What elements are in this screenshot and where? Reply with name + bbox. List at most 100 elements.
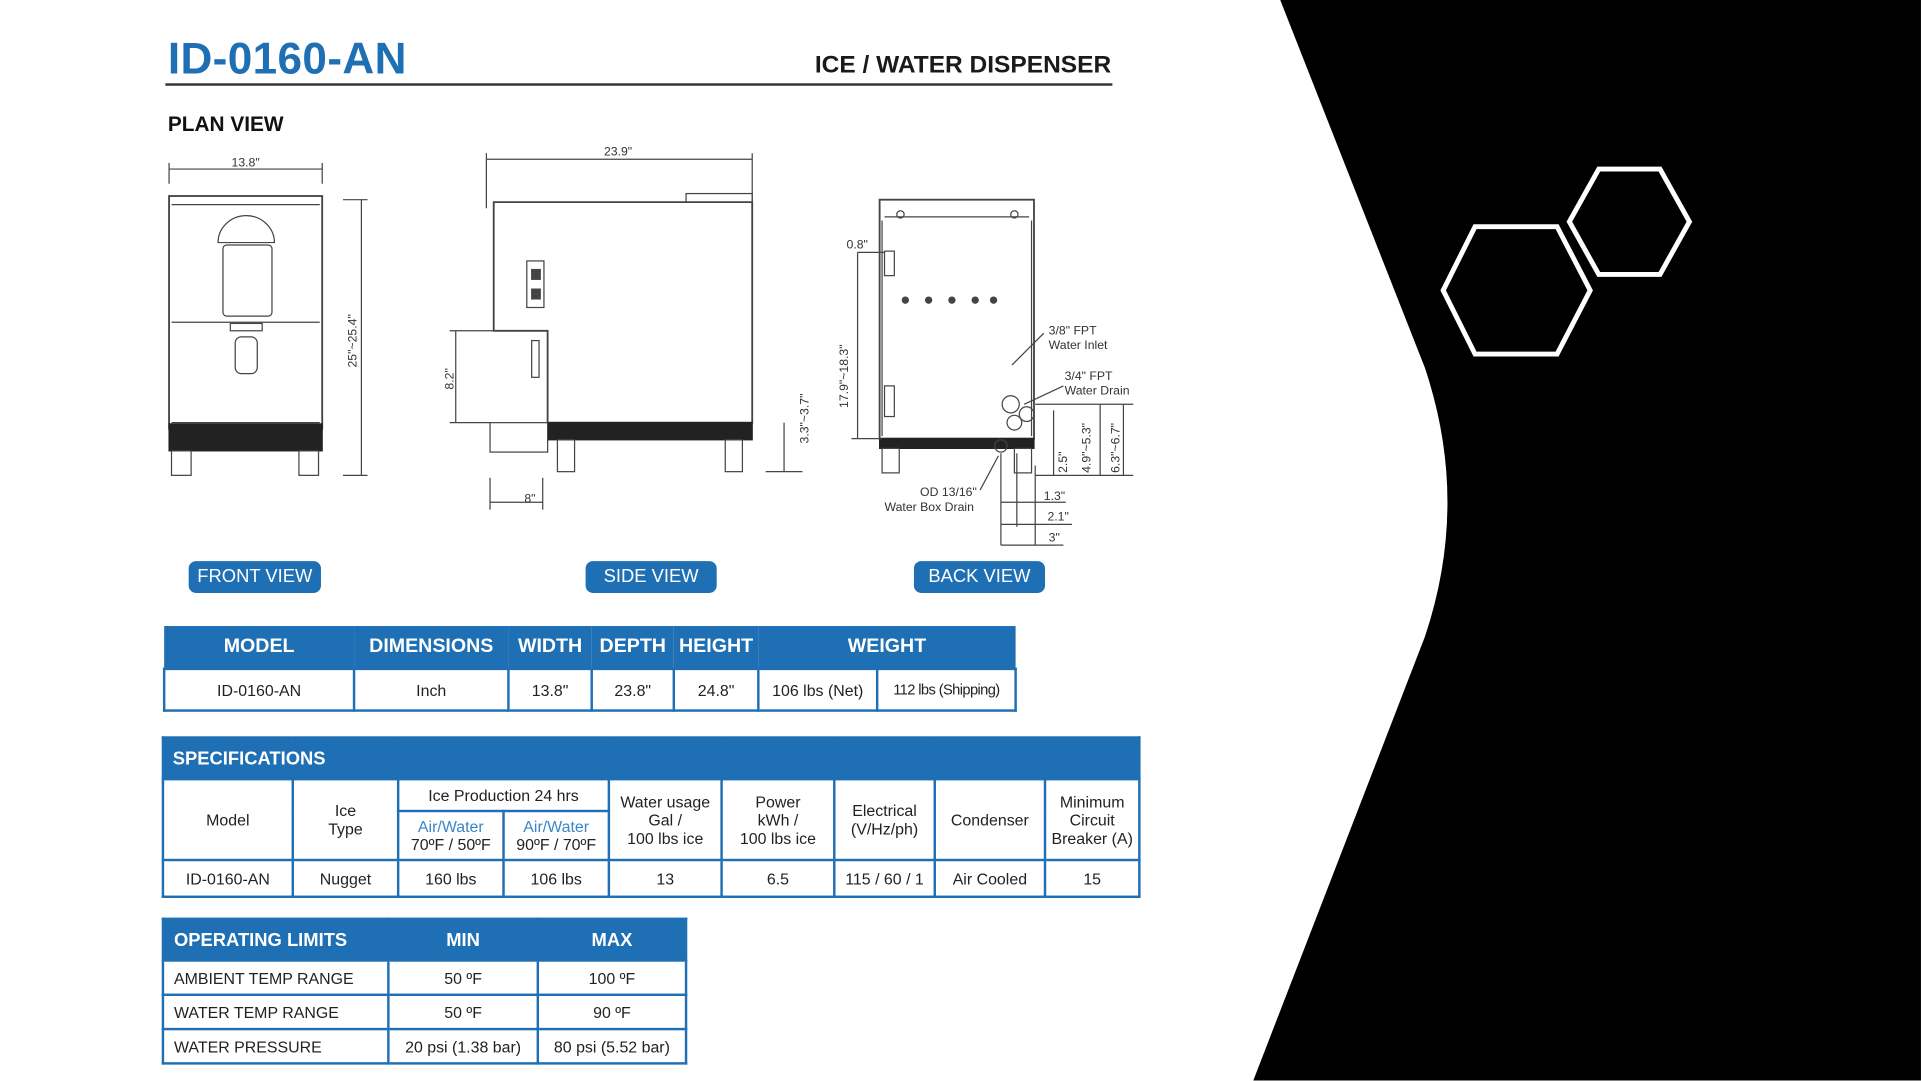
spec-cell-prod-b: 106 lbs	[502, 858, 611, 898]
water-line-1: Water usage	[620, 792, 711, 811]
breaker-line-2: Circuit	[1069, 810, 1115, 829]
header-width: WIDTH	[508, 626, 592, 669]
table-row: ID-0160-AN Inch 13.8" 23.8" 24.8" 106 lb…	[162, 667, 1017, 712]
back-view-drawing	[851, 198, 1134, 546]
drain-name-label: Water Drain	[1065, 383, 1130, 397]
spec-cell-breaker: 15	[1043, 858, 1141, 898]
air-water-a-line-2: 70ºF / 50ºF	[410, 835, 491, 854]
ice-type-line-2: Type	[328, 819, 363, 838]
table-row: WATER PRESSURE 20 psi (1.38 bar) 80 psi …	[161, 1027, 688, 1065]
spec-cell-condenser: Air Cooled	[933, 858, 1047, 898]
box-drain-name-label: Water Box Drain	[885, 500, 975, 514]
cell-width: 13.8"	[507, 667, 593, 712]
front-view-drawing	[168, 162, 368, 476]
breaker-line-1: Minimum	[1059, 792, 1125, 811]
header-height: HEIGHT	[673, 626, 759, 669]
ops-header-max: MAX	[536, 917, 688, 962]
water-line-2: Gal /	[648, 810, 683, 829]
cell-depth: 23.8"	[590, 667, 676, 712]
air-water-a-line-1: Air/Water	[417, 817, 484, 836]
spec-cell-prod-a: 160 lbs	[396, 858, 505, 898]
back-inlet-height-label: 17.9"~18.3"	[837, 344, 851, 408]
ops-header-row: OPERATING LIMITS MIN MAX	[161, 917, 688, 962]
side-view-drawing	[449, 153, 803, 510]
ops-header-min: MIN	[387, 917, 540, 962]
spec-cell-power: 6.5	[720, 858, 836, 898]
model-title: ID-0160-AN	[167, 33, 407, 84]
ops-row-min: 50 ºF	[387, 993, 540, 1031]
air-water-b-line-1: Air/Water	[523, 817, 590, 836]
breaker-line-3: Breaker (A)	[1051, 828, 1133, 848]
front-width-label: 13.8"	[232, 156, 260, 170]
cell-height: 24.8"	[672, 667, 760, 712]
header-weight: WEIGHT	[758, 626, 1016, 669]
ice-type-line-1: Ice	[334, 801, 357, 820]
back-view-button[interactable]: BACK VIEW	[913, 561, 1046, 593]
dim-2-5-label: 2.5"	[1056, 451, 1070, 472]
spec-cell-electrical: 115 / 60 / 1	[833, 858, 936, 898]
title-divider	[165, 83, 1113, 86]
power-line-2: kWh /	[757, 810, 799, 829]
spec-header-ice-production: Ice Production 24 hrs	[396, 777, 611, 813]
spec-cell-model: ID-0160-AN	[161, 858, 295, 898]
inlet-spec-label: 3/8" FPT	[1049, 323, 1097, 337]
black-chevron-panel	[1253, 0, 1921, 1081]
ops-row-min: 50 ºF	[387, 959, 540, 997]
header-model: MODEL	[164, 626, 355, 669]
side-view-button[interactable]: SIDE VIEW	[585, 561, 717, 593]
ops-title: OPERATING LIMITS	[161, 917, 390, 962]
spec-header-model: Model	[161, 777, 295, 862]
power-line-1: Power	[755, 792, 801, 811]
cell-model: ID-0160-AN	[162, 667, 356, 712]
inlet-name-label: Water Inlet	[1049, 338, 1108, 352]
water-line-3: 100 lbs ice	[627, 828, 704, 848]
dim-1-3-label: 1.3"	[1044, 489, 1065, 503]
electrical-line-1: Electrical	[852, 801, 917, 820]
table-row: ID-0160-AN Nugget 160 lbs 106 lbs 13 6.5…	[161, 858, 1141, 898]
header-depth: DEPTH	[591, 626, 674, 669]
ops-row-label: WATER TEMP RANGE	[161, 993, 390, 1031]
power-line-3: 100 lbs ice	[739, 828, 817, 848]
spec-cell-ice-type: Nugget	[291, 858, 400, 898]
spec-header-model-label: Model	[206, 810, 250, 829]
dim-6-3-label: 6.3"~6.7"	[1109, 423, 1123, 473]
box-drain-spec-label: OD 13/16"	[920, 485, 977, 499]
plan-view-heading: PLAN VIEW	[167, 112, 284, 136]
back-top-offset-label: 0.8"	[847, 238, 868, 252]
dim-3-label: 3"	[1049, 530, 1060, 544]
hexagon-outline-small	[1566, 166, 1693, 277]
table-row: WATER TEMP RANGE 50 ºF 90 ºF	[161, 993, 688, 1031]
side-clearance-label: 3.3"~3.7"	[798, 394, 812, 444]
electrical-line-2: (V/Hz/ph)	[850, 819, 919, 838]
drain-spec-label: 3/4" FPT	[1065, 369, 1113, 383]
front-view-button[interactable]: FRONT VIEW	[188, 561, 321, 593]
dimensions-table: MODEL DIMENSIONS WIDTH DEPTH HEIGHT WEIG…	[162, 626, 1017, 712]
spec-header-condenser: Condenser	[933, 777, 1047, 862]
dim-4-9-label: 4.9"~5.3"	[1079, 423, 1093, 473]
dim-2-1-label: 2.1"	[1047, 510, 1068, 524]
header-dimensions: DIMENSIONS	[354, 626, 509, 669]
side-depth-label: 23.9"	[604, 145, 632, 159]
ops-row-min: 20 psi (1.38 bar)	[387, 1027, 540, 1065]
ops-row-label: WATER PRESSURE	[161, 1027, 390, 1065]
cell-unit: Inch	[352, 667, 510, 712]
ops-row-max: 100 ºF	[536, 959, 688, 997]
side-spout-height-label: 8.2"	[442, 368, 456, 389]
spec-cell-water: 13	[607, 858, 723, 898]
table-row: AMBIENT TEMP RANGE 50 ºF 100 ºF	[161, 959, 688, 997]
dimensions-header-row: MODEL DIMENSIONS WIDTH DEPTH HEIGHT WEIG…	[164, 626, 1016, 669]
cell-weight-shipping: 112 lbs (Shipping)	[875, 667, 1017, 712]
ops-row-label: AMBIENT TEMP RANGE	[161, 959, 390, 997]
air-water-b-line-2: 90ºF / 70ºF	[516, 835, 597, 854]
hexagon-outline-large	[1440, 224, 1593, 357]
